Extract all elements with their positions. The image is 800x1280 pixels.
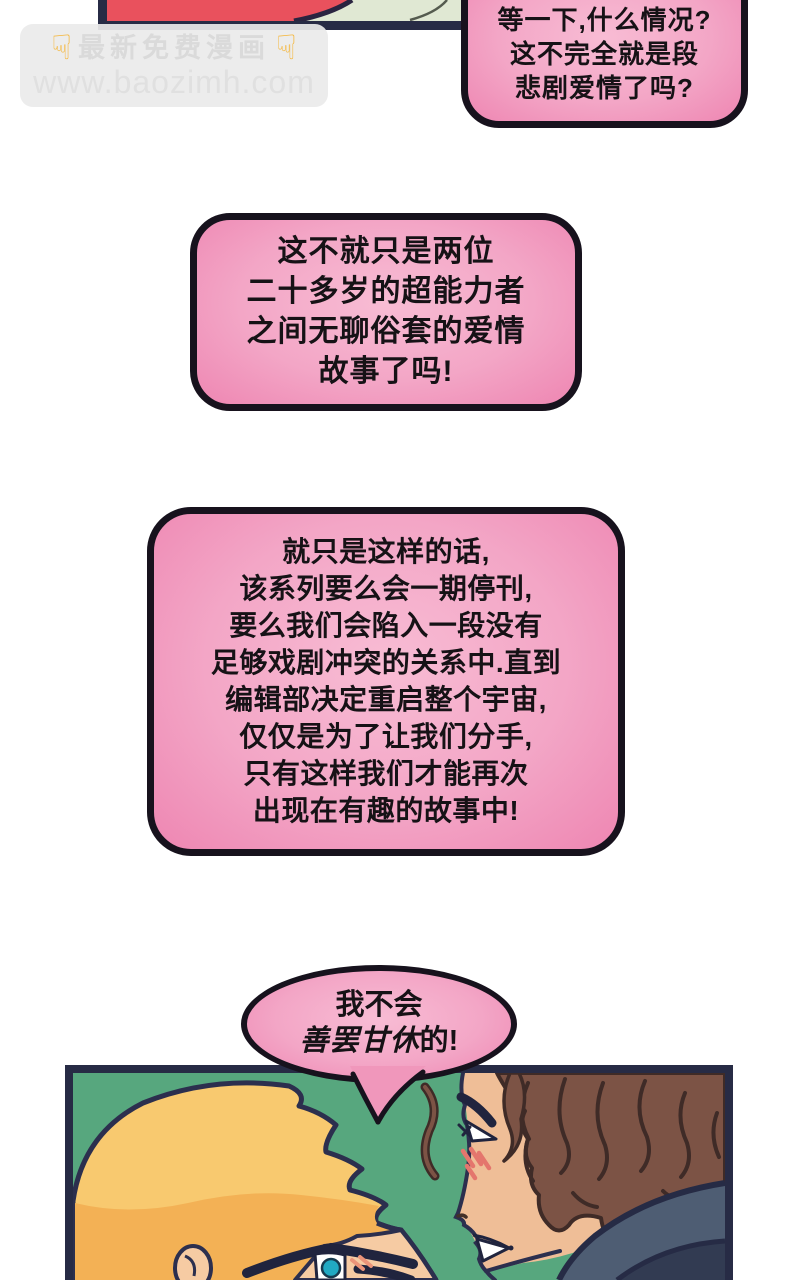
- tail-outline-right: [375, 1069, 426, 1125]
- blonde-blush: [350, 1255, 373, 1271]
- tail-outline-left: [350, 1071, 381, 1125]
- brown-hair-fringe-lock: [502, 1073, 527, 1163]
- bubble-line: 该系列要么会一期停刊,: [239, 573, 533, 604]
- right-blush: [460, 1146, 492, 1181]
- speech-bubble-tail: [350, 1066, 426, 1125]
- blonde-glasses-brow: [242, 1242, 418, 1278]
- watermark: ☟ 最新免费漫画 ☟ www.baozimh.com: [20, 24, 328, 107]
- brown-hair-hanging-curl: [423, 1085, 437, 1178]
- bubble-line: 我不会: [335, 989, 423, 1021]
- speech-bubble-top-right: 等一下,什么情况? 这不完全就是段 悲剧爱情了吗?: [461, 0, 748, 128]
- watermark-title-row: ☟ 最新免费漫画 ☟: [51, 28, 297, 67]
- emphasized-text: 善罢甘休: [299, 1025, 420, 1057]
- brown-hair-character: [420, 1073, 725, 1280]
- bubble-line: 要么我们会陷入一段没有: [229, 610, 543, 641]
- comic-panel-art: [73, 1073, 725, 1280]
- jacket-collar-outline: [615, 1238, 725, 1280]
- speech-bubble-middle-lower: 就只是这样的话, 该系列要么会一期停刊, 要么我们会陷入一段没有 足够戏剧冲突的…: [147, 507, 625, 856]
- right-eye-lashes: [457, 1123, 472, 1137]
- bubble-line: 足够戏剧冲突的关系中.直到: [210, 647, 562, 678]
- right-eye-white: [464, 1119, 498, 1143]
- right-nostril: [456, 1213, 468, 1219]
- watermark-url: www.baozimh.com: [33, 63, 315, 100]
- bubble-line: 编辑部决定重启整个宇宙,: [225, 684, 547, 715]
- bubble-line-suffix: 的!: [419, 1025, 459, 1057]
- bubble-line: 故事了吗!: [318, 355, 454, 388]
- bubble-line: 这不完全就是段: [509, 39, 699, 69]
- bubble-line: 仅仅是为了让我们分手,: [239, 721, 533, 752]
- right-face-profile-outline: [453, 1073, 497, 1280]
- bubble-line: 出现在有趣的故事中!: [252, 795, 520, 826]
- top-panel-red-shape: [107, 0, 350, 21]
- top-panel-red-outline: [293, 0, 354, 24]
- blonde-eye-iris: [320, 1257, 342, 1279]
- right-teeth: [475, 1237, 511, 1263]
- jacket-shoulder-outline: [556, 1180, 725, 1280]
- speech-bubble-middle-upper: 这不就只是两位 二十多岁的超能力者 之间无聊俗套的爱情 故事了吗!: [190, 213, 582, 411]
- tail-fill: [350, 1066, 426, 1122]
- pointing-down-hand-icon: ☟: [51, 28, 72, 67]
- blonde-character: [73, 1080, 439, 1280]
- bubble-line: 只有这样我们才能再次: [243, 758, 529, 789]
- blonde-ear-inner: [184, 1254, 197, 1277]
- top-panel-curve-line: [409, 0, 448, 22]
- watermark-title: 最新免费漫画: [78, 32, 270, 63]
- bubble-line: 等一下,什么情况?: [497, 5, 712, 35]
- comic-panel: [65, 1065, 733, 1280]
- bubble-line: 这不就只是两位: [277, 235, 495, 268]
- right-eyebrow: [456, 1092, 497, 1128]
- top-panel-left-border: [98, 0, 107, 30]
- right-mouth-corner: [508, 1245, 514, 1251]
- bubble-line: 善罢甘休的!: [247, 1023, 511, 1059]
- pointing-down-hand-icon: ☟: [276, 28, 297, 67]
- bubble-line: 之间无聊俗套的爱情: [246, 315, 526, 348]
- bubble-line: 悲剧爱情了吗?: [515, 73, 694, 103]
- right-jaw-line: [484, 1249, 562, 1273]
- jacket-collar-dark: [617, 1241, 725, 1280]
- bubble-line: 二十多岁的超能力者: [246, 275, 526, 308]
- bubble-line: 就只是这样的话,: [282, 536, 490, 567]
